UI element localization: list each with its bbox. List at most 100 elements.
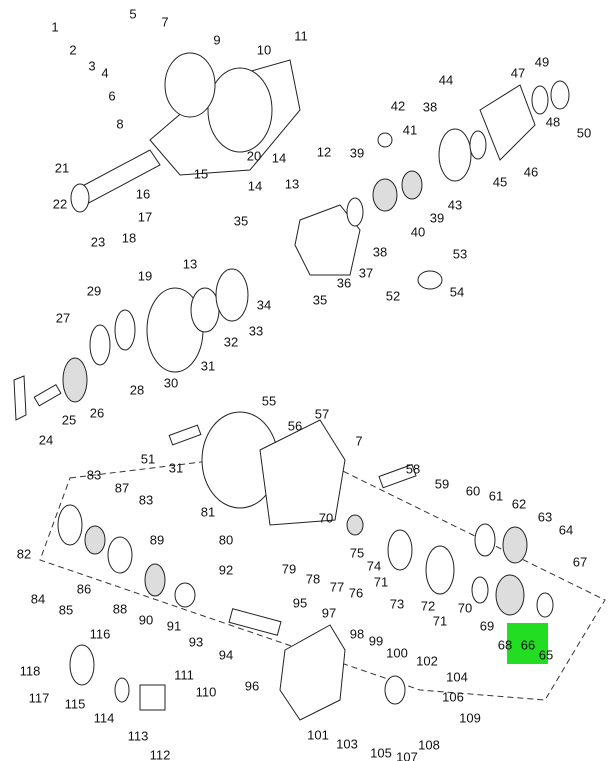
callout-13[interactable]: 13 [182, 256, 198, 272]
callout-69[interactable]: 69 [479, 618, 495, 634]
callout-4[interactable]: 4 [101, 65, 109, 81]
callout-42[interactable]: 42 [390, 98, 406, 114]
callout-118[interactable]: 118 [19, 663, 41, 679]
callout-83[interactable]: 83 [86, 467, 102, 483]
callout-100[interactable]: 100 [386, 645, 408, 661]
callout-10[interactable]: 10 [256, 42, 272, 58]
callout-18[interactable]: 18 [121, 230, 137, 246]
callout-17[interactable]: 17 [137, 209, 153, 225]
callout-95[interactable]: 95 [292, 595, 308, 611]
callout-74[interactable]: 74 [366, 558, 382, 574]
callout-6[interactable]: 6 [108, 88, 116, 104]
callout-30[interactable]: 30 [163, 375, 179, 391]
callout-112[interactable]: 112 [149, 747, 171, 761]
callout-7[interactable]: 7 [355, 433, 363, 449]
callout-81[interactable]: 81 [200, 504, 216, 520]
callout-78[interactable]: 78 [305, 571, 321, 587]
callout-2[interactable]: 2 [69, 42, 77, 58]
callout-40[interactable]: 40 [410, 224, 426, 240]
callout-33[interactable]: 33 [248, 323, 264, 339]
callout-13[interactable]: 13 [284, 176, 300, 192]
callout-116[interactable]: 116 [89, 626, 111, 642]
callout-76[interactable]: 76 [348, 585, 364, 601]
callout-14[interactable]: 14 [271, 150, 287, 166]
callout-14[interactable]: 14 [247, 178, 263, 194]
callout-31[interactable]: 31 [200, 358, 216, 374]
callout-43[interactable]: 43 [447, 197, 463, 213]
callout-79[interactable]: 79 [281, 561, 297, 577]
callout-89[interactable]: 89 [149, 532, 165, 548]
callout-34[interactable]: 34 [256, 297, 272, 313]
callout-113[interactable]: 113 [127, 728, 149, 744]
callout-87[interactable]: 87 [114, 480, 130, 496]
callout-80[interactable]: 80 [218, 532, 234, 548]
callout-16[interactable]: 16 [135, 186, 151, 202]
callout-70[interactable]: 70 [318, 510, 334, 526]
callout-94[interactable]: 94 [218, 647, 234, 663]
callout-5[interactable]: 5 [129, 6, 137, 22]
callout-86[interactable]: 86 [76, 581, 92, 597]
callout-93[interactable]: 93 [188, 634, 204, 650]
callout-83[interactable]: 83 [138, 492, 154, 508]
callout-56[interactable]: 56 [287, 418, 303, 434]
callout-96[interactable]: 96 [244, 678, 260, 694]
callout-59[interactable]: 59 [434, 476, 450, 492]
callout-20[interactable]: 20 [246, 148, 262, 164]
callout-104[interactable]: 104 [446, 669, 468, 685]
callout-73[interactable]: 73 [389, 596, 405, 612]
callout-62[interactable]: 62 [511, 496, 527, 512]
callout-53[interactable]: 53 [452, 246, 468, 262]
callout-91[interactable]: 91 [166, 618, 182, 634]
callout-68[interactable]: 68 [497, 637, 513, 653]
callout-3[interactable]: 3 [88, 58, 96, 74]
callout-114[interactable]: 114 [93, 710, 115, 726]
callout-84[interactable]: 84 [30, 591, 46, 607]
callout-48[interactable]: 48 [545, 114, 561, 130]
callout-97[interactable]: 97 [321, 605, 337, 621]
callout-102[interactable]: 102 [416, 653, 438, 669]
callout-60[interactable]: 60 [465, 483, 481, 499]
callout-26[interactable]: 26 [89, 405, 105, 421]
callout-75[interactable]: 75 [349, 545, 365, 561]
callout-39[interactable]: 39 [429, 210, 445, 226]
callout-11[interactable]: 11 [294, 28, 308, 44]
callout-21[interactable]: 21 [54, 160, 70, 176]
highlight-box[interactable] [507, 623, 548, 664]
callout-55[interactable]: 55 [261, 393, 277, 409]
callout-66[interactable]: 66 [520, 637, 536, 653]
callout-85[interactable]: 85 [58, 602, 74, 618]
callout-65[interactable]: 65 [538, 647, 554, 663]
callout-108[interactable]: 108 [418, 737, 440, 753]
callout-71[interactable]: 71 [432, 613, 448, 629]
callout-57[interactable]: 57 [314, 406, 330, 422]
callout-110[interactable]: 110 [195, 684, 217, 700]
callout-64[interactable]: 64 [558, 522, 574, 538]
callout-82[interactable]: 82 [16, 546, 32, 562]
callout-22[interactable]: 22 [52, 196, 68, 212]
callout-15[interactable]: 15 [193, 166, 209, 182]
callout-77[interactable]: 77 [329, 579, 345, 595]
callout-27[interactable]: 27 [55, 310, 71, 326]
callout-25[interactable]: 25 [61, 412, 77, 428]
callout-36[interactable]: 36 [336, 275, 352, 291]
callout-37[interactable]: 37 [358, 265, 374, 281]
callout-1[interactable]: 1 [51, 19, 59, 35]
callout-24[interactable]: 24 [38, 432, 54, 448]
callout-29[interactable]: 29 [86, 283, 102, 299]
callout-31[interactable]: 31 [168, 460, 184, 476]
callout-90[interactable]: 90 [138, 612, 154, 628]
callout-19[interactable]: 19 [137, 268, 153, 284]
callout-92[interactable]: 92 [218, 562, 234, 578]
callout-106[interactable]: 106 [442, 689, 464, 705]
callout-71[interactable]: 71 [373, 574, 389, 590]
callout-8[interactable]: 8 [116, 116, 124, 132]
callout-28[interactable]: 28 [129, 382, 145, 398]
callout-32[interactable]: 32 [223, 334, 239, 350]
callout-61[interactable]: 61 [488, 488, 504, 504]
callout-70[interactable]: 70 [457, 600, 473, 616]
callout-12[interactable]: 12 [316, 144, 332, 160]
callout-72[interactable]: 72 [420, 598, 436, 614]
callout-9[interactable]: 9 [213, 32, 221, 48]
callout-115[interactable]: 115 [64, 696, 86, 712]
callout-88[interactable]: 88 [112, 601, 128, 617]
